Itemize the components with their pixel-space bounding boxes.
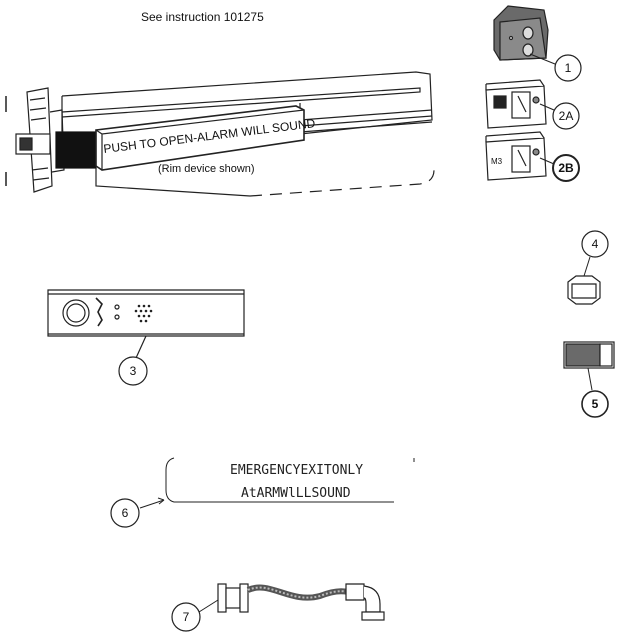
leader-7 — [198, 599, 219, 613]
speaker-grille-icon — [134, 304, 153, 323]
callout-5: 5 — [581, 390, 609, 418]
svg-text:4: 4 — [592, 237, 599, 251]
svg-text:7: 7 — [183, 610, 190, 624]
callout-4: 4 — [581, 230, 609, 258]
callout-3: 3 — [118, 356, 148, 386]
part-3-alarm-module — [47, 289, 245, 359]
svg-text:3: 3 — [130, 364, 137, 378]
instruction-note: See instruction 101275 — [141, 10, 264, 24]
svg-text:2B: 2B — [558, 161, 574, 175]
part-5-battery — [563, 341, 615, 391]
part-2a-plate — [485, 79, 555, 129]
leader-4 — [583, 256, 591, 277]
callout-2a: 2A — [552, 102, 580, 130]
push-bar — [95, 105, 305, 171]
exit-device-illustration — [5, 71, 435, 197]
sign-line-1: EMERGENCYEXITONLY — [230, 463, 363, 478]
callout-2b: 2B — [552, 154, 580, 182]
svg-text:1: 1 — [565, 61, 572, 75]
part-6-sign-decal — [139, 457, 415, 509]
part-2b-plate: M3 — [485, 131, 555, 181]
mounting-bracket — [5, 87, 65, 193]
part-7-flex-conduit — [217, 583, 385, 621]
device-caption: (Rim device shown) — [158, 163, 255, 175]
svg-text:5: 5 — [592, 397, 599, 411]
svg-text:M3: M3 — [491, 157, 503, 166]
sign-line-2: AtARMWlLLSOUND — [241, 486, 351, 501]
part-1-end-cap — [493, 5, 561, 67]
svg-text:6: 6 — [122, 506, 129, 520]
callout-7: 7 — [171, 602, 201, 632]
svg-text:2A: 2A — [559, 109, 574, 123]
part-4-nut — [567, 275, 601, 305]
callout-1: 1 — [554, 54, 582, 82]
device-end-cap — [55, 131, 97, 169]
callout-6: 6 — [110, 498, 140, 528]
